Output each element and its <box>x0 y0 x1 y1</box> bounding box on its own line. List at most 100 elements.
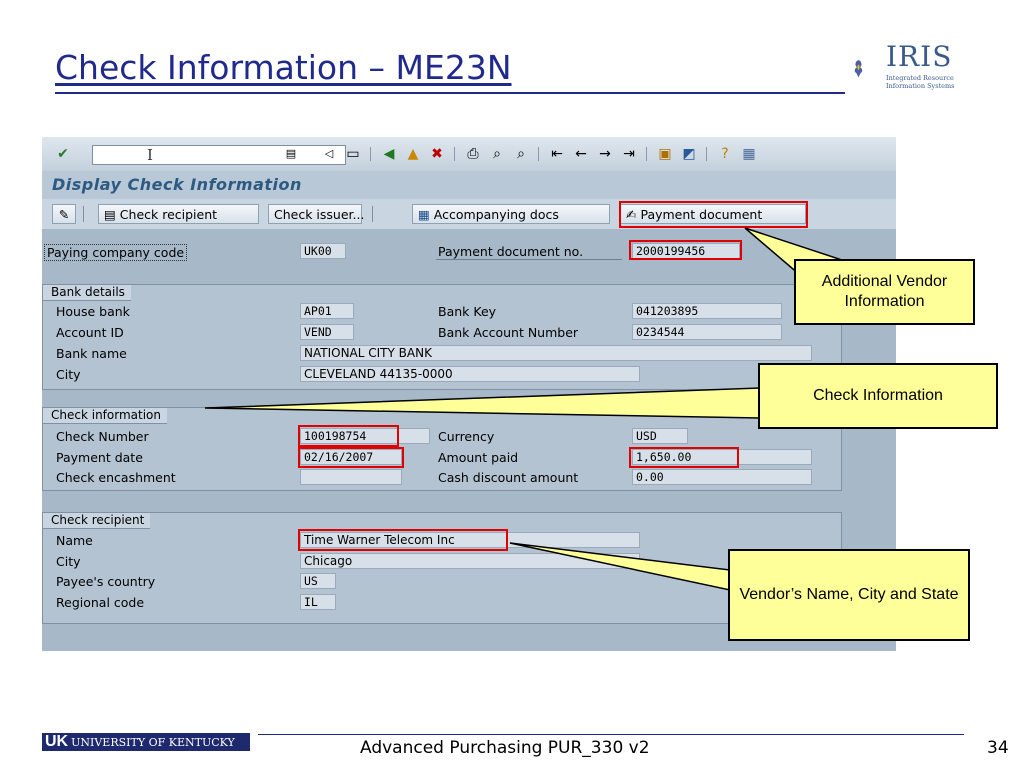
enter-icon[interactable]: ✔ <box>57 146 69 162</box>
highlight-recipient-name <box>298 529 508 551</box>
table-icon: ▦ <box>418 207 430 222</box>
create-session-icon[interactable]: ▣ <box>658 146 672 162</box>
bank-name-label: Bank name <box>56 346 127 361</box>
check-number-label: Check Number <box>56 429 149 444</box>
text-cursor-icon: I <box>147 146 153 164</box>
next-page-icon[interactable]: → <box>599 146 611 162</box>
callout-additional-vendor-info: Additional Vendor Information <box>794 259 975 325</box>
pencil-icon: ✎ <box>58 207 70 222</box>
command-field[interactable] <box>92 145 346 165</box>
recipient-name-label: Name <box>56 533 93 548</box>
uk-mark: UK <box>45 733 69 750</box>
toolbar-separator <box>372 206 373 222</box>
check-recipient-button[interactable]: ▤ Check recipient <box>98 204 259 224</box>
help-icon[interactable]: ? <box>721 146 729 162</box>
university-name: UNIVERSITY OF KENTUCKY <box>71 736 235 749</box>
change-button[interactable]: ✎ <box>52 204 76 224</box>
toolbar-separator <box>370 147 371 161</box>
payment-document-button[interactable]: ✍ Payment document <box>620 204 806 224</box>
label-underline <box>436 259 622 260</box>
recipient-city-field[interactable]: Chicago <box>300 553 640 569</box>
recipient-name-field[interactable]: Time Warner Telecom Inc <box>300 532 640 548</box>
paying-company-code-field[interactable]: UK00 <box>300 243 346 259</box>
highlight-payment-date <box>298 447 404 468</box>
page-number: 34 <box>987 738 1009 758</box>
house-bank-field[interactable]: AP01 <box>300 303 354 319</box>
account-id-label: Account ID <box>56 325 124 340</box>
payment-date-label: Payment date <box>56 450 143 465</box>
currency-field[interactable]: USD <box>632 428 688 444</box>
sap-window: ✔ I ▤ ◁ ▭ ◀ ▲ ✖ ⎙ ⌕ ⌕ ⇤ ← → ⇥ ▣ ◩ ? ▦ Di… <box>42 137 896 651</box>
command-field-dropdown-icon[interactable]: ▤ <box>285 147 297 160</box>
regional-code-label: Regional code <box>56 595 145 610</box>
document-icon: ▤ <box>104 207 116 222</box>
highlight-payment-document-no <box>629 240 742 260</box>
amount-paid-label: Amount paid <box>438 450 519 465</box>
bank-city-field[interactable]: CLEVELAND 44135-0000 <box>300 366 640 382</box>
toolbar-separator <box>83 206 84 222</box>
bank-account-number-label: Bank Account Number <box>438 325 579 340</box>
application-toolbar: ✎ ▤ Check recipient Check issuer... ▦ Ac… <box>42 199 896 229</box>
standard-toolbar: ✔ I ▤ ◁ ▭ ◀ ▲ ✖ ⎙ ⌕ ⌕ ⇤ ← → ⇥ ▣ ◩ ? ▦ <box>42 137 896 172</box>
cancel-icon[interactable]: ✖ <box>431 146 443 162</box>
first-page-icon[interactable]: ⇤ <box>551 146 563 162</box>
title-rule <box>55 92 845 94</box>
bank-account-number-field[interactable]: 0234544 <box>632 324 782 340</box>
bank-key-field[interactable]: 041203895 <box>632 303 782 319</box>
bank-city-label: City <box>56 367 81 382</box>
back-icon[interactable]: ◀ <box>383 146 395 162</box>
slide-title: Check Information – ME23N <box>55 48 512 87</box>
toolbar-separator <box>454 147 455 161</box>
account-id-field[interactable]: VEND <box>300 324 354 340</box>
currency-label: Currency <box>438 429 495 444</box>
layout-icon[interactable]: ▦ <box>742 146 756 162</box>
check-issuer-button[interactable]: Check issuer... <box>268 204 365 224</box>
print-icon[interactable]: ⎙ <box>467 146 479 162</box>
last-page-icon[interactable]: ⇥ <box>623 146 635 162</box>
logo-subtitle: Integrated Resource Information Systems <box>886 74 955 90</box>
bank-name-field[interactable]: NATIONAL CITY BANK <box>300 345 812 361</box>
screen-title: Display Check Information <box>52 175 302 194</box>
payee-country-field[interactable]: US <box>300 573 336 589</box>
shortcut-icon[interactable]: ◩ <box>682 146 696 162</box>
bank-key-label: Bank Key <box>438 304 497 319</box>
group-title: Bank details <box>42 284 131 301</box>
payee-country-label: Payee's country <box>56 574 156 589</box>
footer-rule <box>258 734 964 735</box>
iris-flower-logo <box>854 60 863 78</box>
accompanying-docs-button[interactable]: ▦ Accompanying docs <box>412 204 610 224</box>
highlight-payment-document-button <box>619 201 808 228</box>
paying-company-code-label: Paying company code <box>44 244 188 261</box>
highlight-check-number <box>298 425 399 447</box>
toolbar-separator <box>646 147 647 161</box>
regional-code-field[interactable]: IL <box>300 594 336 610</box>
amount-paid-field[interactable]: 1,650.00 <box>632 449 812 465</box>
accompanying-docs-label: Accompanying docs <box>433 207 559 222</box>
payment-date-field[interactable]: 02/16/2007 <box>300 449 402 465</box>
highlight-amount-paid <box>629 447 739 468</box>
payment-document-no-label: Payment document no. <box>438 244 584 259</box>
exit-icon[interactable]: ▲ <box>407 146 419 162</box>
callout-check-information: Check Information <box>758 363 998 429</box>
group-title: Check information <box>42 407 167 424</box>
cash-discount-amount-field[interactable]: 0.00 <box>632 469 812 485</box>
collapse-arrow-icon[interactable]: ◁ <box>324 147 334 160</box>
toolbar-separator <box>538 147 539 161</box>
check-encashment-field[interactable] <box>300 469 402 485</box>
document-edit-icon: ✍ <box>626 207 637 222</box>
previous-page-icon[interactable]: ← <box>575 146 587 162</box>
payment-document-label: Payment document <box>640 207 763 222</box>
check-issuer-label: Check issuer... <box>274 207 365 222</box>
save-icon[interactable]: ▭ <box>346 146 360 162</box>
recipient-city-label: City <box>56 554 81 569</box>
cash-discount-amount-label: Cash discount amount <box>438 470 579 485</box>
course-footer: Advanced Purchasing PUR_330 v2 <box>360 738 650 758</box>
group-title: Check recipient <box>42 512 151 529</box>
toolbar-separator <box>706 147 707 161</box>
check-recipient-label: Check recipient <box>119 207 218 222</box>
callout-vendor-name-city-state: Vendor’s Name, City and State <box>728 549 970 641</box>
check-encashment-label: Check encashment <box>56 470 176 485</box>
find-next-icon[interactable]: ⌕ <box>517 146 525 162</box>
find-icon[interactable]: ⌕ <box>493 146 501 162</box>
